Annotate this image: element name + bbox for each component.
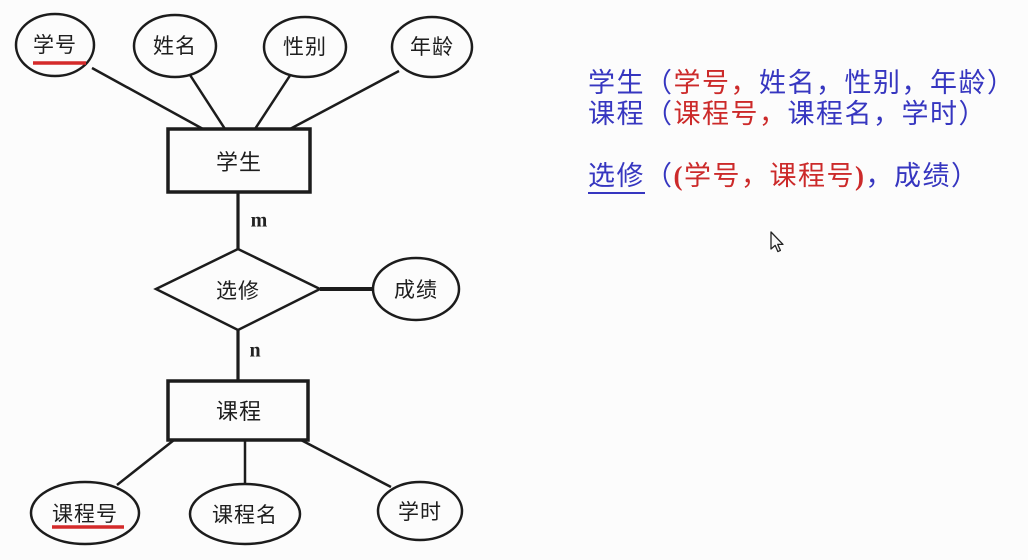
- er-diagram-shapes: [14, 12, 474, 546]
- schema-line-course: 课程（课程号，课程名，学时）: [588, 99, 1016, 130]
- entity-label-course: 课程: [215, 399, 263, 424]
- schema-student-key: 学号，: [673, 68, 759, 98]
- attribute-label-kechengming: 课程名: [212, 503, 278, 527]
- schema-elective-open-paren: （: [645, 161, 674, 191]
- attribute-ellipse-nianling: [390, 15, 474, 79]
- relational-schema-text: 学生（学号，姓名，性别，年龄） 课程（课程号，课程名，学时） 选修（(学号，课程…: [588, 68, 1016, 194]
- connector-course-xueshi: [300, 438, 392, 489]
- cardinality-label-n: n: [249, 339, 261, 362]
- attribute-label-xueshi: 学时: [398, 500, 442, 524]
- er-diagram: 学号 姓名 性别 年龄 学生 m 选修 成绩 n 课程 课程号 课程名 学时: [14, 12, 474, 546]
- connector-student-xuehao: [91, 66, 204, 131]
- attribute-label-kechenghao: 课程号: [52, 502, 118, 526]
- schema-course-rest: 课程名，学时）: [787, 99, 987, 129]
- cardinality-label-m: m: [250, 209, 268, 232]
- schema-line-elective: 选修（(学号，课程号)，成绩）: [588, 161, 1016, 194]
- connector-student-xingbie: [253, 73, 293, 130]
- attribute-ellipse-xueshi: [376, 480, 464, 542]
- attribute-label-xuehao: 学号: [33, 33, 77, 57]
- attribute-label-nianling: 年龄: [410, 35, 454, 59]
- attribute-label-chengji: 成绩: [394, 278, 438, 302]
- connector-student-nianling: [289, 69, 400, 131]
- attribute-ellipse-xingming: [132, 13, 218, 79]
- connector-course-kechenghao: [116, 439, 175, 486]
- connector-student-xingming: [188, 74, 227, 130]
- schema-student-rest: 姓名，性别，年龄）: [759, 68, 1016, 98]
- schema-course-open-paren: （: [645, 99, 674, 129]
- schema-elective-key-open-paren: (: [673, 161, 684, 191]
- attribute-ellipse-xingbie: [262, 15, 348, 79]
- schema-course-name: 课程: [588, 99, 645, 129]
- attribute-ellipse-xuehao: [14, 12, 96, 78]
- schema-elective-key-close-paren: ): [855, 161, 866, 191]
- relationship-diamond-xuanxiu: [153, 247, 323, 332]
- attribute-ellipse-kechengming: [188, 482, 302, 546]
- arrow-pointer-icon: [770, 231, 784, 253]
- schema-course-key: 课程号，: [673, 99, 788, 129]
- entity-rect-course: [166, 379, 310, 442]
- attribute-label-xingming: 姓名: [153, 34, 197, 58]
- schema-elective-keys: 学号，课程号: [684, 161, 855, 191]
- schema-elective-name: 选修: [588, 161, 645, 194]
- schema-line-student: 学生（学号，姓名，性别，年龄）: [588, 68, 1016, 99]
- schema-student-open-paren: （: [645, 68, 674, 98]
- attribute-ellipse-chengji: [371, 256, 461, 322]
- entity-rect-student: [166, 127, 312, 194]
- schema-elective-rest: ，成绩）: [865, 161, 980, 191]
- attribute-label-xingbie: 性别: [283, 35, 327, 59]
- entity-label-student: 学生: [215, 150, 263, 175]
- schema-student-name: 学生: [588, 68, 645, 98]
- relationship-label-xuanxiu: 选修: [216, 279, 260, 303]
